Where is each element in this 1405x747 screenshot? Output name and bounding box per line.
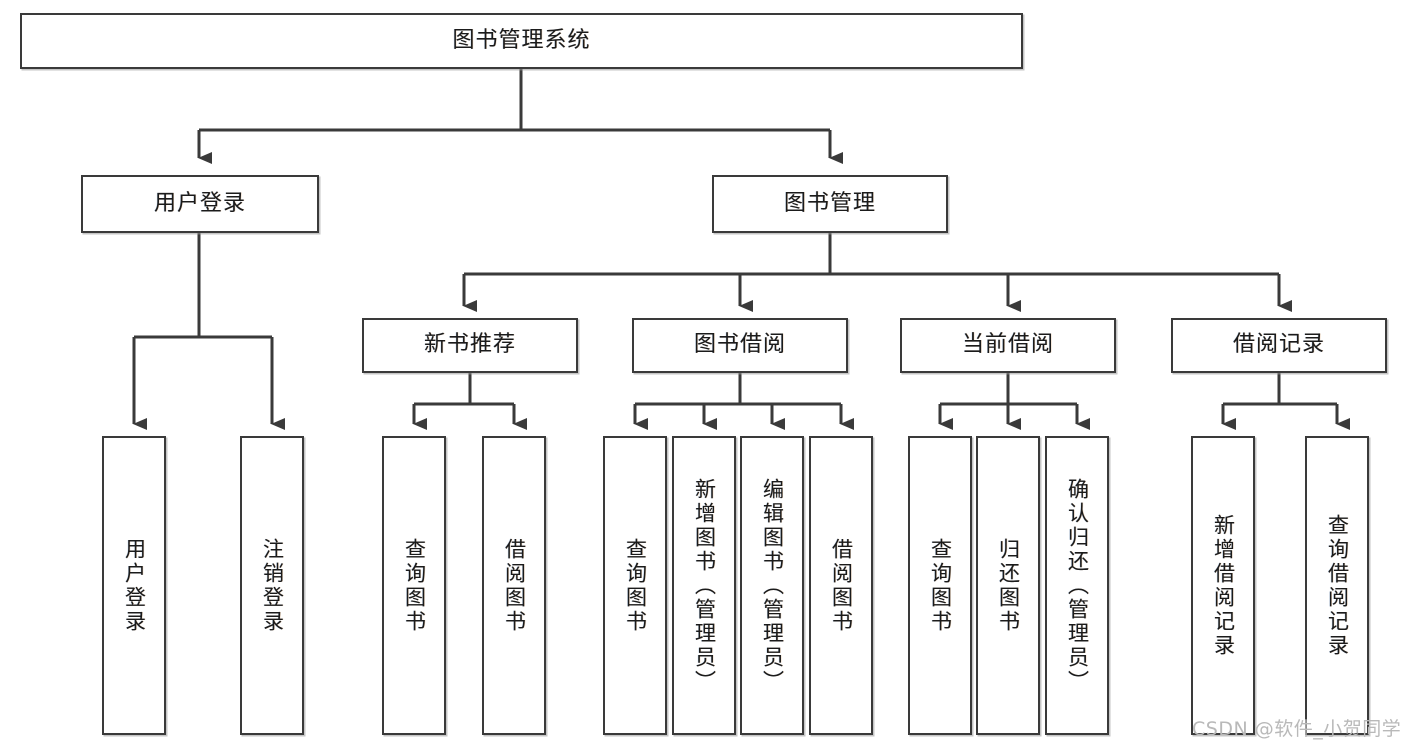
node-leaf-return-book[interactable]: 归还图书 xyxy=(976,436,1040,735)
node-current-borrow-label: 当前借阅 xyxy=(961,332,1054,358)
node-book-manage-label: 图书管理 xyxy=(783,190,876,216)
node-leaf-query-book-2[interactable]: 查询图书 xyxy=(603,436,667,735)
node-leaf-edit-book-label: 编辑图书（管理员） xyxy=(760,477,785,694)
node-book-borrow-label: 图书借阅 xyxy=(693,332,786,358)
node-root[interactable]: 图书管理系统 xyxy=(20,13,1023,69)
node-book-borrow[interactable]: 图书借阅 xyxy=(632,318,848,373)
node-book-manage[interactable]: 图书管理 xyxy=(712,175,948,233)
node-leaf-return-book-label: 归还图书 xyxy=(996,537,1021,634)
node-leaf-user-logout-label: 注销登录 xyxy=(260,537,285,634)
node-leaf-borrow-book-2[interactable]: 借阅图书 xyxy=(809,436,873,735)
node-leaf-query-book-1-label: 查询图书 xyxy=(402,537,427,634)
node-root-label: 图书管理系统 xyxy=(452,27,591,53)
node-leaf-add-book[interactable]: 新增图书（管理员） xyxy=(672,436,736,735)
node-leaf-confirm-return-label: 确认归还（管理员） xyxy=(1065,477,1090,694)
node-leaf-query-record[interactable]: 查询借阅记录 xyxy=(1305,436,1369,735)
node-leaf-query-book-3-label: 查询图书 xyxy=(928,537,953,634)
node-leaf-query-book-2-label: 查询图书 xyxy=(623,537,648,634)
node-user-login-label: 用户登录 xyxy=(153,190,246,216)
node-leaf-borrow-book-2-label: 借阅图书 xyxy=(829,537,854,634)
node-leaf-add-record[interactable]: 新增借阅记录 xyxy=(1191,436,1255,735)
node-leaf-confirm-return[interactable]: 确认归还（管理员） xyxy=(1045,436,1109,735)
node-leaf-add-book-label: 新增图书（管理员） xyxy=(692,477,717,694)
node-leaf-borrow-book-1-label: 借阅图书 xyxy=(502,537,527,634)
node-leaf-user-login-label: 用户登录 xyxy=(122,537,147,634)
node-leaf-borrow-book-1[interactable]: 借阅图书 xyxy=(482,436,546,735)
node-new-book-recommend-label: 新书推荐 xyxy=(423,332,516,358)
node-borrow-record[interactable]: 借阅记录 xyxy=(1171,318,1387,373)
node-current-borrow[interactable]: 当前借阅 xyxy=(900,318,1116,373)
node-leaf-query-record-label: 查询借阅记录 xyxy=(1325,513,1350,658)
node-leaf-query-book-3[interactable]: 查询图书 xyxy=(908,436,972,735)
node-leaf-add-record-label: 新增借阅记录 xyxy=(1211,513,1236,658)
node-leaf-user-login[interactable]: 用户登录 xyxy=(102,436,166,735)
node-leaf-query-book-1[interactable]: 查询图书 xyxy=(382,436,446,735)
node-leaf-edit-book[interactable]: 编辑图书（管理员） xyxy=(740,436,804,735)
node-user-login[interactable]: 用户登录 xyxy=(81,175,319,233)
csdn-watermark: CSDN @软件_小贺同学 xyxy=(1192,718,1402,740)
node-leaf-user-logout[interactable]: 注销登录 xyxy=(240,436,304,735)
node-borrow-record-label: 借阅记录 xyxy=(1232,332,1325,358)
node-new-book-recommend[interactable]: 新书推荐 xyxy=(362,318,578,373)
